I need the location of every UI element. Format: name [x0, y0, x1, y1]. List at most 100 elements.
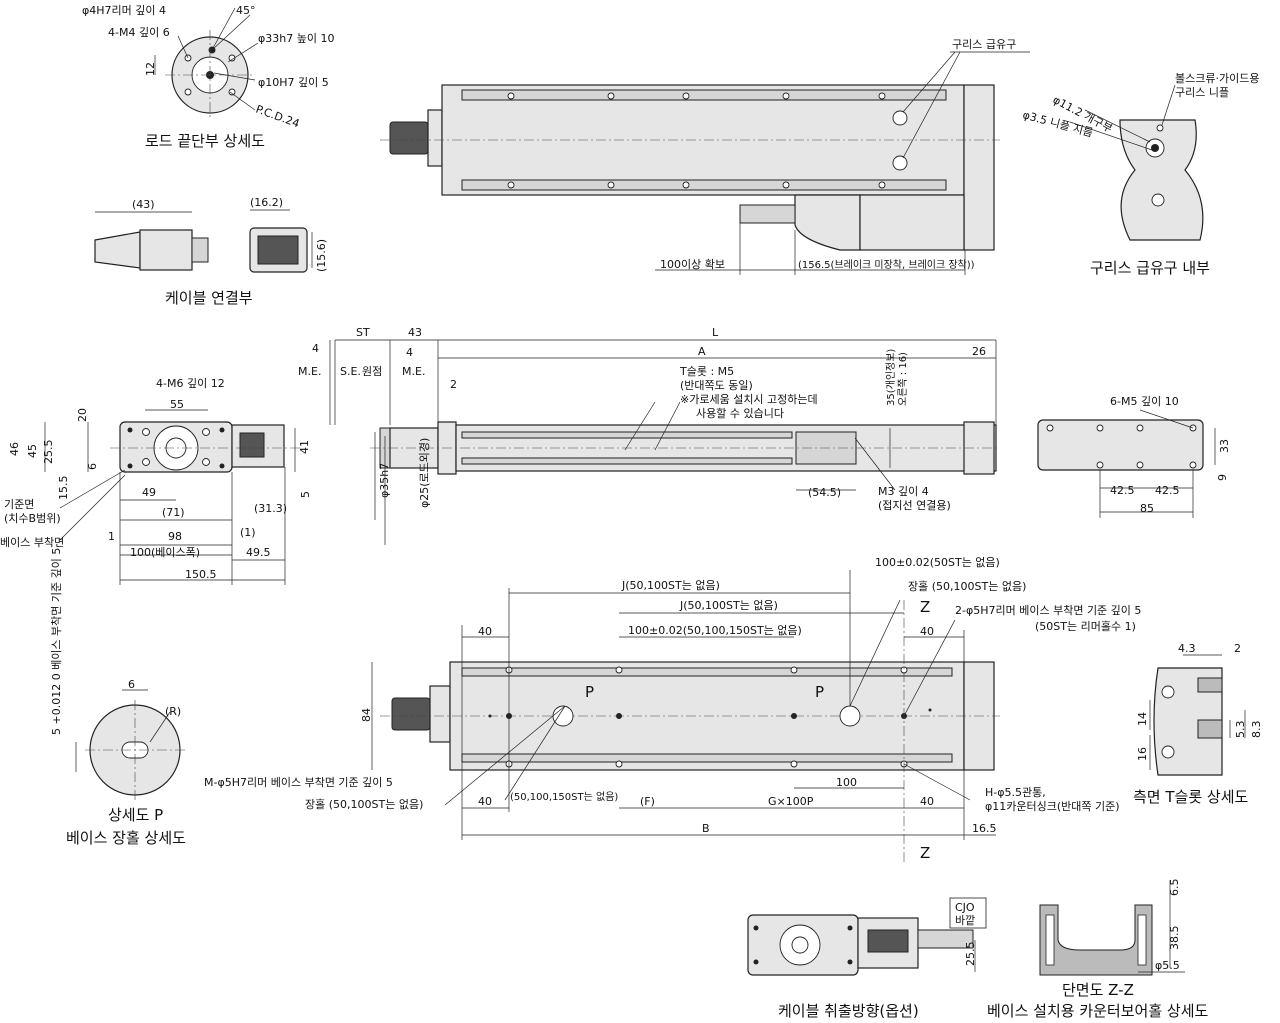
section-title: 단면도 Z-Z	[1062, 981, 1134, 999]
side-se: S.E.	[340, 365, 361, 378]
end-dim-42-5b: 42.5	[1155, 484, 1180, 497]
front-dim-98: 98	[168, 530, 182, 543]
bottom-label-100-c: 100	[836, 776, 857, 789]
section-zz: 6.5 38.5 φ5.5 단면도 Z-Z 베이스 설치용 카운터보어홀 상세도	[987, 879, 1209, 1021]
front-dim-base-width: 100(베이스폭)	[130, 546, 200, 559]
side-dim-2: 2	[450, 378, 457, 391]
end-tap-label: 6-M5 깊이 10	[1110, 395, 1179, 408]
tap-hole-2	[228, 54, 236, 62]
cable-option: CJO 바깥 25.5 케이블 취출방향(옵션)	[747, 897, 987, 1020]
side-tslot: T슬롯 : M5	[679, 365, 734, 378]
front-dim-41: 41	[298, 440, 311, 454]
side-ground: (접지선 연결용)	[878, 499, 951, 512]
side-me-right: M.E.	[402, 365, 425, 378]
bottom-dim-g: G×100P	[768, 795, 814, 808]
rod-label-angle: 45°	[236, 4, 256, 17]
grease-port-1	[892, 110, 908, 126]
cable-boot	[94, 231, 141, 269]
tslot-dim-16: 16	[1136, 747, 1149, 761]
motor-connector	[389, 121, 429, 155]
side-dim-26: 26	[972, 345, 986, 358]
tslot-dim-2: 2	[1234, 642, 1241, 655]
ref-range-label: (치수B범위)	[4, 512, 61, 525]
section-subtitle: 베이스 설치용 카운터보어홀 상세도	[987, 1002, 1209, 1020]
bottom-label-j2: J(50,100ST는 없음)	[679, 599, 778, 612]
side-dim-4b: 4	[406, 346, 413, 359]
grease-inside-detail: φ11.2 개구부 φ3.5 니플 지름 볼스크류·가이드용 구리스 니플 구리…	[1021, 72, 1259, 277]
bottom-label-reamer2: 2-φ5H7리머 베이스 부착면 기준 깊이 5	[955, 604, 1141, 617]
bottom-label-100-b: 100±0.02(50,100,150ST는 없음)	[628, 624, 802, 637]
motor-end-top	[963, 84, 995, 251]
base-mount-label: 베이스 부착면	[0, 536, 64, 549]
side-dim-rod-od: φ25(로드외경)	[418, 438, 431, 508]
rod-end-detail: φ4H7리머 깊이 4 4-M4 깊이 6 φ33h7 높이 10 φ10H7 …	[82, 4, 334, 150]
end-dim-42-5a: 42.5	[1110, 484, 1135, 497]
bottom-slot-p2	[839, 705, 861, 727]
detail-p-depth: 5 +0.012 0 베이스 부착면 기준 깊이 5	[50, 548, 63, 735]
side-vertical-note: ※가로세움 설치시 고정하는데	[680, 392, 818, 406]
grease-port-label: 구리스 급유구	[952, 38, 1016, 51]
grease-nipple	[1151, 144, 1159, 152]
side-me-left: M.E.	[298, 365, 321, 378]
nipple-label: 구리스 니플	[1175, 86, 1229, 99]
front-dim-49-5: 49.5	[246, 546, 271, 559]
cable-option-dir: 바깥	[955, 914, 975, 927]
connector-housing	[139, 229, 193, 271]
bottom-label-counter: φ11카운터싱크(반대쪽 기준)	[985, 800, 1120, 813]
bottom-label-slot2: 장홀 (50,100ST는 없음)	[305, 798, 423, 811]
bottom-dim-b: B	[702, 822, 710, 835]
front-tap-label: 4-M6 깊이 12	[156, 377, 225, 390]
side-35-note: 35(개인정보)	[885, 349, 897, 406]
nipple-use-label: 볼스크류·가이드용	[1175, 72, 1259, 85]
side-dim-rod-dia: φ35h7	[378, 463, 391, 498]
side-dim-54-5: (54.5)	[808, 486, 841, 499]
front-dim-45: 45	[26, 444, 39, 458]
front-dim-150-5: 150.5	[185, 568, 217, 581]
bottom-dim-84: 84	[360, 708, 373, 722]
side-dim-4a: 4	[312, 342, 319, 355]
front-dim-49: 49	[142, 486, 156, 499]
detail-p-title: 상세도 P	[108, 806, 163, 824]
detail-p-dim-6: 6	[128, 678, 135, 691]
tap-hole-4	[228, 88, 236, 96]
motor-cover-top	[794, 194, 861, 251]
bottom-dim-16-5: 16.5	[972, 822, 997, 835]
grease-port-2	[892, 155, 908, 171]
section-dim-5-5: φ5.5	[1155, 959, 1180, 972]
grease-inside-body	[1119, 119, 1204, 241]
front-dim-15-5: 15.5	[57, 476, 70, 501]
side-16-note: 오른쪽 : 16)	[897, 352, 909, 406]
bottom-view: 100±0.02(50ST는 없음) J(50,100ST는 없음) 장홀 (5…	[204, 556, 1141, 862]
end-dim-85: 85	[1140, 502, 1154, 515]
end-dim-9: 9	[1216, 474, 1229, 481]
end-view-body	[1037, 419, 1204, 471]
side-m3: M3 깊이 4	[878, 485, 929, 498]
bottom-label-z2: Z	[920, 844, 930, 862]
side-dim-st: ST	[356, 326, 370, 339]
rod-label-boss: φ33h7 높이 10	[258, 32, 334, 45]
rod-label-tap: 4-M4 깊이 6	[108, 26, 170, 39]
front-dim-1b: (1)	[240, 526, 256, 539]
front-dim-5: 5	[299, 491, 312, 498]
tslot-dim-8-3: 8.3	[1250, 721, 1263, 739]
bottom-label-j1: J(50,100ST는 없음)	[621, 579, 720, 592]
top-view: 구리스 급유구 100이상 확보 (156.5(브레이크 미장착, 브레이크 장…	[380, 38, 1030, 275]
section-zz-profile	[1039, 904, 1153, 976]
cable-title: 케이블 연결부	[165, 289, 253, 307]
side-vertical-note-2: 사용할 수 있습니다	[696, 407, 784, 420]
bottom-dim-40a: 40	[478, 625, 492, 638]
side-tslot-note: (반대쪽도 동일)	[680, 378, 753, 392]
bottom-label-100-a: 100±0.02(50ST는 없음)	[875, 556, 1000, 569]
bottom-label-h-hole: H-φ5.5관통,	[985, 786, 1046, 799]
bottom-dim-40d: 40	[920, 795, 934, 808]
bottom-label-p2: P	[815, 683, 824, 701]
end-dim-33: 33	[1218, 439, 1231, 453]
bottom-label-p1: P	[585, 683, 594, 701]
front-dim-31-3: (31.3)	[254, 502, 287, 515]
front-dim-55: 55	[170, 398, 184, 411]
front-view: 4-M6 깊이 12 55 20 46 45 25.5 6 15.5 49 (7…	[0, 377, 312, 585]
cable-option-title: 케이블 취출방향(옵션)	[778, 1002, 919, 1020]
bottom-dim-f: (F)	[640, 795, 655, 808]
detail-p-r: (R)	[165, 705, 181, 718]
